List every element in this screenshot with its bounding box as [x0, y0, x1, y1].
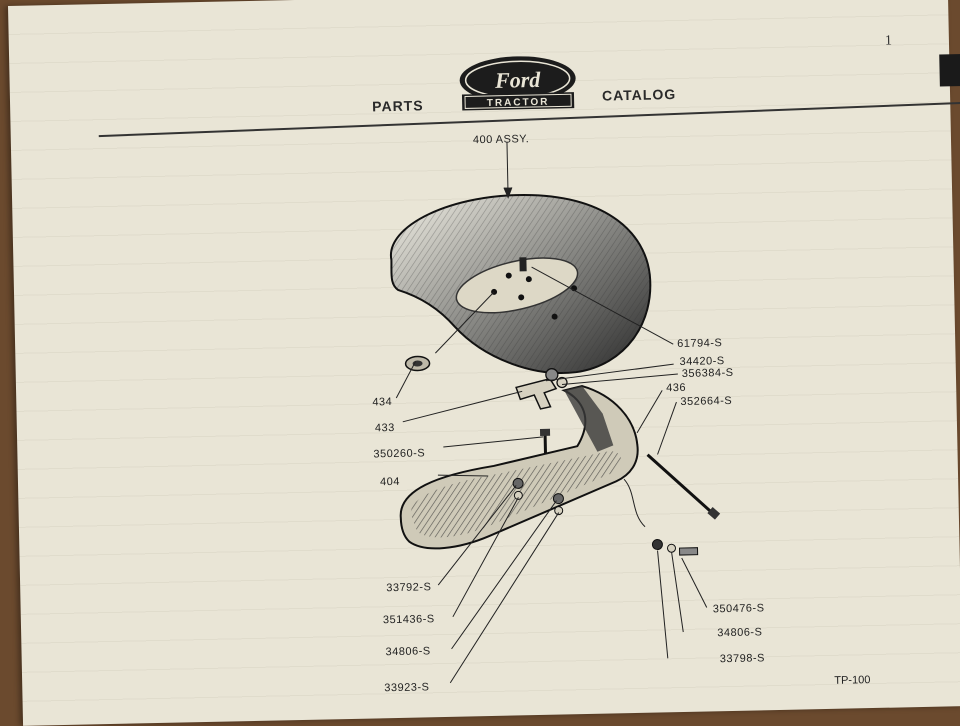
callout-436: 436: [666, 382, 686, 394]
callout-33923-s: 33923-S: [384, 681, 429, 694]
callout-350476-s: 350476-S: [713, 602, 765, 615]
callout-33798-s: 33798-S: [720, 652, 765, 665]
callout-assembly-400: 400 ASSY.: [473, 133, 530, 146]
callout-404: 404: [380, 476, 400, 488]
right-fasteners: [652, 539, 697, 556]
callout-351436-s: 351436-S: [383, 613, 435, 626]
seat-bracket-404: [398, 385, 640, 549]
callout-433: 433: [375, 422, 395, 434]
callout-34806-s-left: 34806-S: [385, 645, 430, 658]
callout-33792-s: 33792-S: [386, 581, 431, 594]
clip-433: [516, 379, 557, 410]
seat-pan: [390, 192, 652, 376]
callout-34806-s-right: 34806-S: [717, 626, 762, 639]
callout-434: 434: [372, 396, 392, 408]
callout-61794-s: 61794-S: [677, 337, 722, 350]
catalog-page: 1 PARTS Ford TRACTOR CATALOG: [8, 0, 960, 726]
callout-350260-s: 350260-S: [373, 447, 425, 460]
plate-id: TP-100: [834, 674, 870, 687]
callout-34420-s: 34420-S: [679, 355, 724, 368]
seat-assembly-diagram: [8, 0, 960, 726]
callout-352664-s: 352664-S: [680, 395, 732, 408]
small-cap-434: [405, 356, 429, 370]
bolt-352664: [648, 453, 721, 521]
callout-356384-s: 356384-S: [682, 367, 734, 380]
